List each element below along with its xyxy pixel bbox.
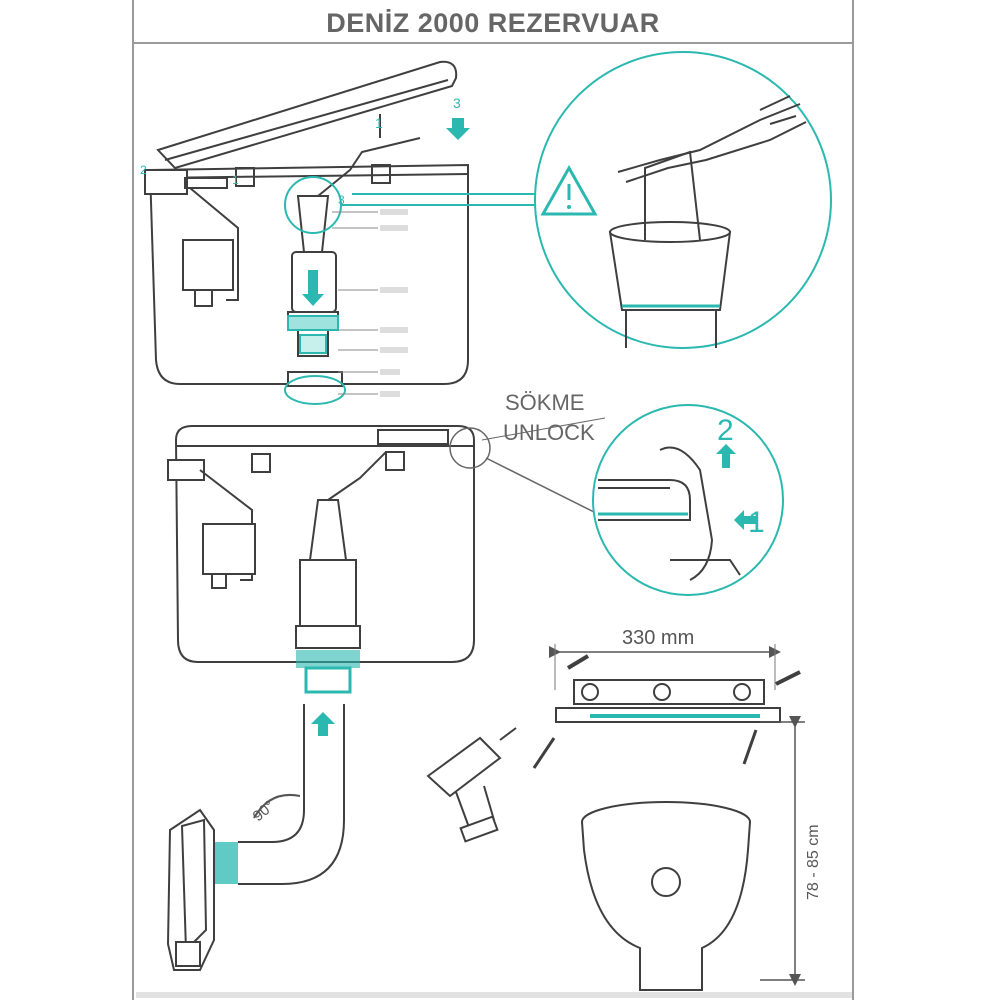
page-title: DENİZ 2000 REZERVUAR — [132, 0, 854, 44]
toilet-bowl-side — [166, 808, 215, 971]
height-dimension-line — [760, 716, 805, 986]
tank-assembled — [167, 425, 475, 663]
wall-bracket — [532, 644, 801, 769]
part-callouts — [332, 209, 408, 397]
warning-triangle-icon — [540, 164, 598, 216]
arrow-up-icon — [311, 712, 335, 736]
detail-zoom-clip — [534, 51, 832, 349]
arrow-down-icon — [302, 270, 324, 306]
highlight-accents — [284, 176, 548, 405]
step-label-t3: 3 — [338, 193, 345, 207]
detail-zoom-unlock — [592, 404, 784, 596]
unlock-step-1: 1 — [748, 506, 765, 539]
flush-pipe — [238, 704, 345, 885]
width-dimension: 330 mm — [622, 627, 694, 649]
arrow-down-icon — [446, 118, 470, 140]
step-label-2: 2 — [310, 267, 318, 283]
footer-fine-print — [136, 992, 852, 998]
unlock-step-2: 2 — [717, 414, 734, 447]
height-dimension: 78 - 85 cm — [805, 824, 822, 900]
outlet-connector — [304, 666, 352, 694]
step-label-t2: 2 — [140, 163, 147, 177]
unlock-detail-pointer — [449, 417, 606, 517]
unlock-label-en: UNLOCK — [503, 420, 595, 445]
step-label-1: 1 — [375, 115, 383, 131]
step-label-3: 3 — [453, 95, 461, 111]
unlock-label-tr: SÖKME — [505, 390, 584, 415]
pipe-seal — [214, 842, 238, 884]
step-label-t1: 1 — [232, 173, 239, 187]
step-arrows — [302, 118, 470, 306]
drill-icon — [426, 727, 517, 843]
angle-label: 90° — [250, 797, 278, 825]
seal-ring-highlight — [296, 650, 360, 668]
toilet-bowl-front — [581, 801, 751, 991]
